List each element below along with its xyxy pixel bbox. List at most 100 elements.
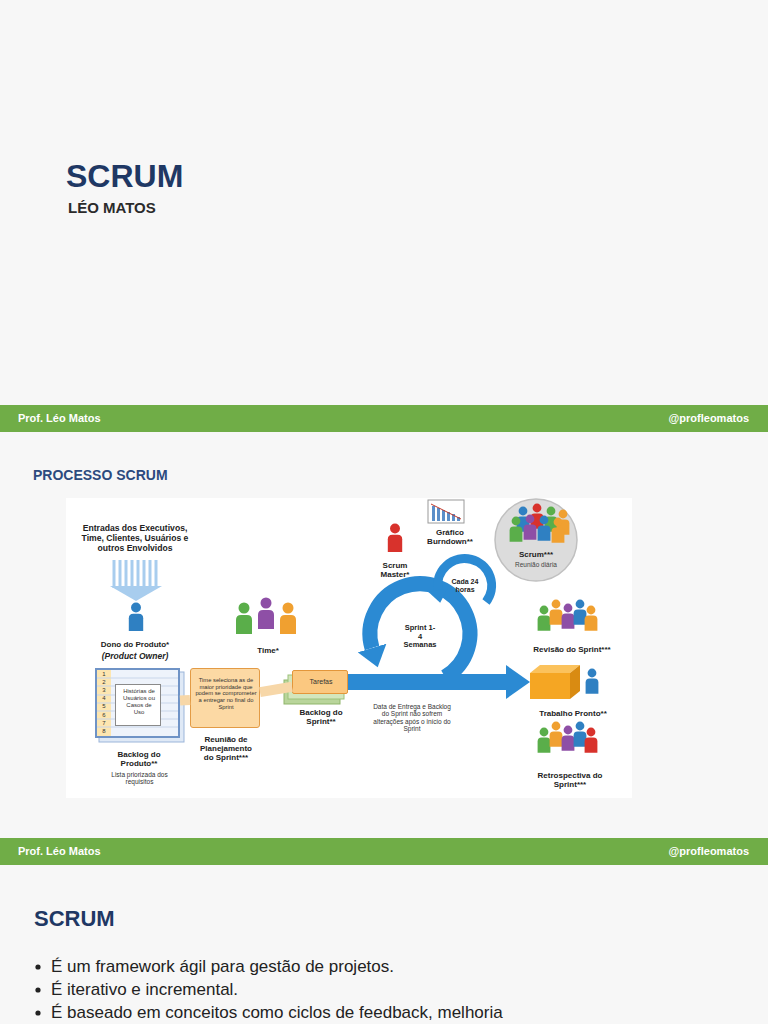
product-backlog-stack <box>99 672 184 742</box>
cube-shape <box>530 665 580 699</box>
daily-scrum-people <box>531 504 544 529</box>
row-number: 7 <box>97 720 111 727</box>
team-icon <box>236 598 296 635</box>
author-name: LÉO MATOS <box>68 199 468 216</box>
row-number: 1 <box>97 671 111 678</box>
inputs-note: Entradas dos Executivos, Time, Clientes,… <box>71 524 199 554</box>
done-work-person <box>586 669 599 694</box>
burndown-chart-icon <box>452 514 455 521</box>
node-text: Tarefas <box>293 678 349 686</box>
cube-front <box>530 673 570 699</box>
burndown-chart-icon <box>442 510 445 521</box>
sprint-review-people <box>538 600 598 631</box>
diagram-background <box>66 498 632 798</box>
row-number: 4 <box>97 695 111 702</box>
retrospective-people <box>538 728 551 753</box>
burndown-chart-icon <box>428 500 464 523</box>
input-arrows <box>137 560 140 588</box>
node-heading: Reunião de Planejamento do Sprint*** <box>198 735 254 763</box>
footer-author: Prof. Léo Matos <box>18 412 318 425</box>
node-heading: Trabalho Pronto** <box>518 709 628 718</box>
team-icon <box>280 603 296 635</box>
sprint-review-people <box>574 600 587 625</box>
slide-heading: SCRUM <box>34 906 434 931</box>
sprint-review-people <box>550 600 563 625</box>
team-icon <box>236 603 252 635</box>
input-arrows <box>155 560 158 588</box>
bullet-dot <box>35 1010 40 1015</box>
bullet-text: É iterativo e incremental. <box>51 980 751 1000</box>
daily-scrum-people <box>545 507 558 532</box>
sprint-review-people <box>562 604 575 629</box>
role-label: Scrum Master* <box>372 561 418 579</box>
slide-heading: PROCESSO SCRUM <box>33 467 433 483</box>
done-work-cube: Trabalho Pronto** <box>530 665 580 699</box>
burndown-chart-icon <box>431 504 461 519</box>
input-arrows <box>143 560 146 588</box>
bullet-dot <box>35 987 40 992</box>
circle-outline <box>494 498 578 582</box>
scrum-master-icon <box>388 524 402 552</box>
bullet-text: É baseado em conceitos como ciclos de fe… <box>51 1003 751 1023</box>
retrospective-people <box>538 722 598 753</box>
sprint-backlog-box: TarefasBacklog do Sprint** <box>292 670 348 694</box>
input-arrows <box>113 560 116 588</box>
daily-scrum-people <box>557 510 570 535</box>
daily-scrum-people <box>538 516 551 541</box>
node-text: Reunião diária <box>514 561 558 568</box>
bullet-dot <box>35 964 40 969</box>
burndown-chart-icon <box>457 517 460 521</box>
daily-cycle-arrow <box>438 559 492 602</box>
role-label: Dono do Produto* <box>85 640 185 649</box>
row-number: 5 <box>97 703 111 710</box>
footer-author: Prof. Léo Matos <box>18 845 318 858</box>
slide-title: SCRUM <box>66 158 466 195</box>
delivery-arrow <box>348 674 506 690</box>
bullet-dot <box>35 964 40 1015</box>
cycle-label: Sprint 1-4 Semanas <box>403 624 437 650</box>
user-stories-box: Histórias de Usuários ou Casos de Uso <box>115 684 161 726</box>
role-label: (Product Owner) <box>85 652 185 662</box>
burndown-chart-icon <box>432 506 435 521</box>
team-icon <box>258 598 274 630</box>
planning-box: Time seleciona as de maior prioridade qu… <box>190 668 260 728</box>
product-owner-icon <box>129 603 143 631</box>
retrospective-people <box>585 728 598 753</box>
input-arrows <box>114 560 156 588</box>
input-arrows <box>131 560 134 588</box>
sprint-review-people <box>538 606 551 631</box>
product-backlog-stack <box>95 668 180 738</box>
daily-scrum-people <box>552 518 565 543</box>
product-backlog-stack <box>97 727 178 728</box>
input-arrows <box>149 560 152 588</box>
node-text: Time seleciona as de maior prioridade qu… <box>194 677 258 710</box>
node-heading: Backlog do Produto** <box>109 750 169 768</box>
retrospective-people <box>574 722 587 747</box>
input-arrows <box>125 560 128 588</box>
flow-band <box>260 687 292 692</box>
sprint-review-people <box>585 606 598 631</box>
burndown-chart-icon <box>447 512 450 521</box>
row-number: 6 <box>97 712 111 719</box>
event-label: Revisão do Sprint*** <box>522 645 622 654</box>
product-backlog-box: Backlog do Produto**Lista priorizada dos… <box>95 668 180 738</box>
node-text: Histórias de Usuários ou Casos de Uso <box>122 688 156 716</box>
burndown-chart-icon <box>437 508 440 521</box>
daily-scrum-people <box>524 515 537 540</box>
daily-scrum-circle: Scrum***Reunião diária <box>494 498 578 582</box>
event-label: Retrospectiva do Sprint*** <box>535 771 605 789</box>
footer-band: Prof. Léo Matos@profleomatos <box>0 838 768 865</box>
done-work-person <box>586 669 599 694</box>
circle-outline <box>495 499 577 581</box>
role-label: Time* <box>248 646 288 655</box>
node-heading: Backlog do Sprint** <box>291 708 351 726</box>
input-arrows <box>119 560 122 588</box>
retrospective-people <box>562 726 575 751</box>
scrum-master-icon <box>388 524 402 552</box>
cube-side <box>570 665 580 699</box>
